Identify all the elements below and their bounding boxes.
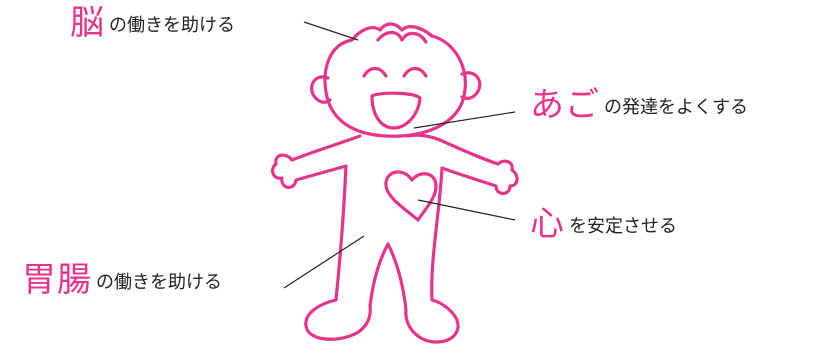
left-ear <box>310 75 332 104</box>
label-gut-emphasis: 胃腸 <box>22 260 92 300</box>
leader-line-brain <box>303 21 359 41</box>
heart-shape <box>384 170 438 222</box>
label-jaw-text: の発達をよくする <box>604 97 748 118</box>
label-jaw: あごの発達をよくする <box>530 88 748 122</box>
hair-tuft <box>376 30 428 44</box>
label-brain-text: の働きを助ける <box>109 15 235 36</box>
open-mouth <box>370 91 422 130</box>
label-gut: 胃腸の働きを助ける <box>22 263 222 297</box>
baby-head <box>323 22 467 138</box>
label-brain-emphasis: 脳 <box>70 3 105 43</box>
label-heart-text: を安定させる <box>569 216 677 237</box>
leader-line-jaw <box>413 111 516 129</box>
label-gut-text: の働きを助ける <box>96 272 222 293</box>
label-jaw-emphasis: あご <box>530 85 600 125</box>
right-ear <box>460 71 482 100</box>
label-brain: 脳の働きを助ける <box>70 6 235 40</box>
baby-body <box>271 133 519 344</box>
label-heart-emphasis: 心 <box>530 204 565 244</box>
leader-line-heart <box>417 199 516 221</box>
right-eye <box>402 66 428 78</box>
label-heart: 心を安定させる <box>530 207 677 241</box>
left-eye <box>362 66 388 78</box>
leader-line-gut <box>283 235 365 289</box>
